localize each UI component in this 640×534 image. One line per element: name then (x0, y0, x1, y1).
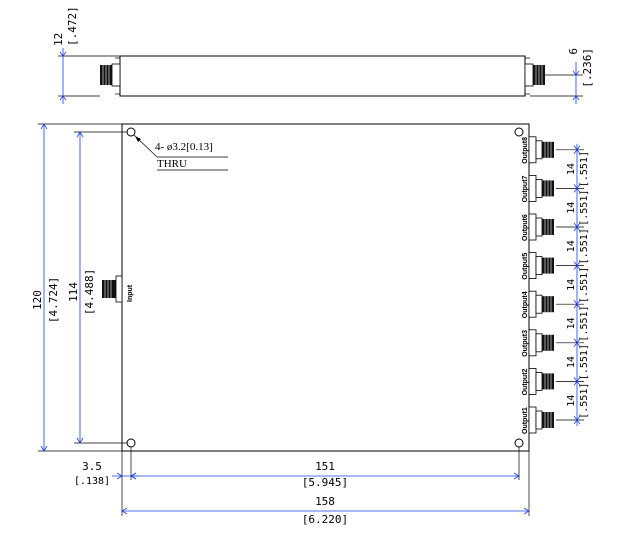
dim-hole-offset-inch: [.138] (74, 476, 110, 487)
output-label-5: Output5 (522, 253, 529, 280)
output-connector-1: Output1 (522, 406, 554, 434)
pitch-inch: [.551] (579, 383, 590, 419)
output-pitch-dims: 14[.551]14[.551]14[.551]14[.551]14[.551]… (556, 143, 590, 426)
output-label-7: Output7 (522, 175, 529, 202)
output-connector-3: Output3 (522, 329, 554, 357)
pitch-inch: [.551] (579, 151, 590, 187)
pitch-inch: [.551] (579, 344, 590, 380)
pitch-dim-3: 14[.551] (566, 305, 590, 341)
pitch-value: 14 (566, 163, 577, 175)
output-connectors: Output1 Output2 Output3 Output4 Output5 Outpu… (522, 136, 554, 434)
output-label-6: Output6 (522, 214, 529, 241)
hole-callout: 4- ø3.2[0.13] THRU (133, 134, 228, 171)
input-label: Input (127, 284, 134, 302)
dim-hole-offset-value: 3.5 (82, 460, 102, 473)
output-label-4: Output4 (522, 291, 529, 318)
pitch-dim-5: 14[.551] (566, 228, 590, 264)
dim-overall-width-value: 158 (315, 495, 335, 508)
hole-thru-text: THRU (157, 158, 187, 170)
dim-hole-width-value: 151 (315, 460, 335, 473)
pitch-dim-6: 14[.551] (566, 190, 590, 226)
pitch-inch: [.551] (579, 267, 590, 303)
mounting-hole-top-right (514, 127, 524, 137)
output-connector-5: Output5 (522, 252, 554, 280)
output-label-1: Output1 (522, 407, 529, 434)
side-view: 12 [.472] 6 [.236] (52, 6, 594, 104)
dim-connector-value: 6 (567, 48, 580, 55)
pitch-value: 14 (566, 202, 577, 214)
pitch-value: 14 (566, 240, 577, 252)
output-label-3: Output3 (522, 330, 529, 357)
pitch-dim-2: 14[.551] (566, 344, 590, 380)
hole-spec-text: 4- ø3.2[0.13] (155, 141, 213, 153)
dim-side-height-inch: [.472] (66, 6, 79, 46)
dim-hole-offset: 3.5 [.138] (74, 460, 139, 487)
dim-overall-height-value: 120 (31, 290, 44, 310)
plan-view: 4- ø3.2[0.13] THRU Input Output1Output2O… (31, 123, 590, 526)
dim-hole-width: 151 [5.945] (130, 460, 520, 489)
output-connector-2: Output2 (522, 367, 554, 395)
dim-side-height-value: 12 (52, 33, 65, 46)
pitch-dim-7: 14[.551] (566, 151, 590, 187)
side-view-body (119, 55, 526, 97)
dim-overall-width-inch: [6.220] (302, 513, 348, 526)
output-connector-7: Output7 (522, 174, 554, 202)
pitch-inch: [.551] (579, 305, 590, 341)
side-input-connector (100, 63, 121, 87)
dim-hole-height: 114 [4.488] (67, 131, 127, 444)
output-label-8: Output8 (522, 137, 529, 164)
input-connector: Input (102, 275, 134, 303)
dim-hole-height-value: 114 (67, 282, 80, 302)
dim-hole-width-inch: [5.945] (302, 476, 348, 489)
pitch-value: 14 (566, 317, 577, 329)
dim-overall-width: 158 [6.220] (121, 495, 530, 526)
pitch-inch: [.551] (579, 228, 590, 264)
dim-hole-height-inch: [4.488] (83, 269, 96, 315)
side-output-connector (524, 63, 545, 87)
dim-overall-height-inch: [4.724] (47, 277, 60, 323)
output-connector-8: Output8 (522, 136, 554, 164)
dim-overall-height: 120 [4.724] (31, 123, 122, 452)
dim-side-height: 12 [.472] (52, 6, 120, 104)
plan-view-body (121, 123, 530, 452)
output-connector-4: Output4 (522, 290, 554, 318)
pitch-inch: [.551] (579, 190, 590, 226)
pitch-dim-1: 14[.551] (566, 383, 590, 419)
dim-connector-offset: 6 [.236] (530, 48, 594, 104)
output-connector-6: Output6 (522, 213, 554, 241)
pitch-value: 14 (566, 356, 577, 368)
dim-connector-inch: [.236] (581, 48, 594, 88)
pitch-dim-4: 14[.551] (566, 267, 590, 303)
pitch-value: 14 (566, 279, 577, 291)
output-label-2: Output2 (522, 368, 529, 395)
pitch-value: 14 (566, 395, 577, 407)
